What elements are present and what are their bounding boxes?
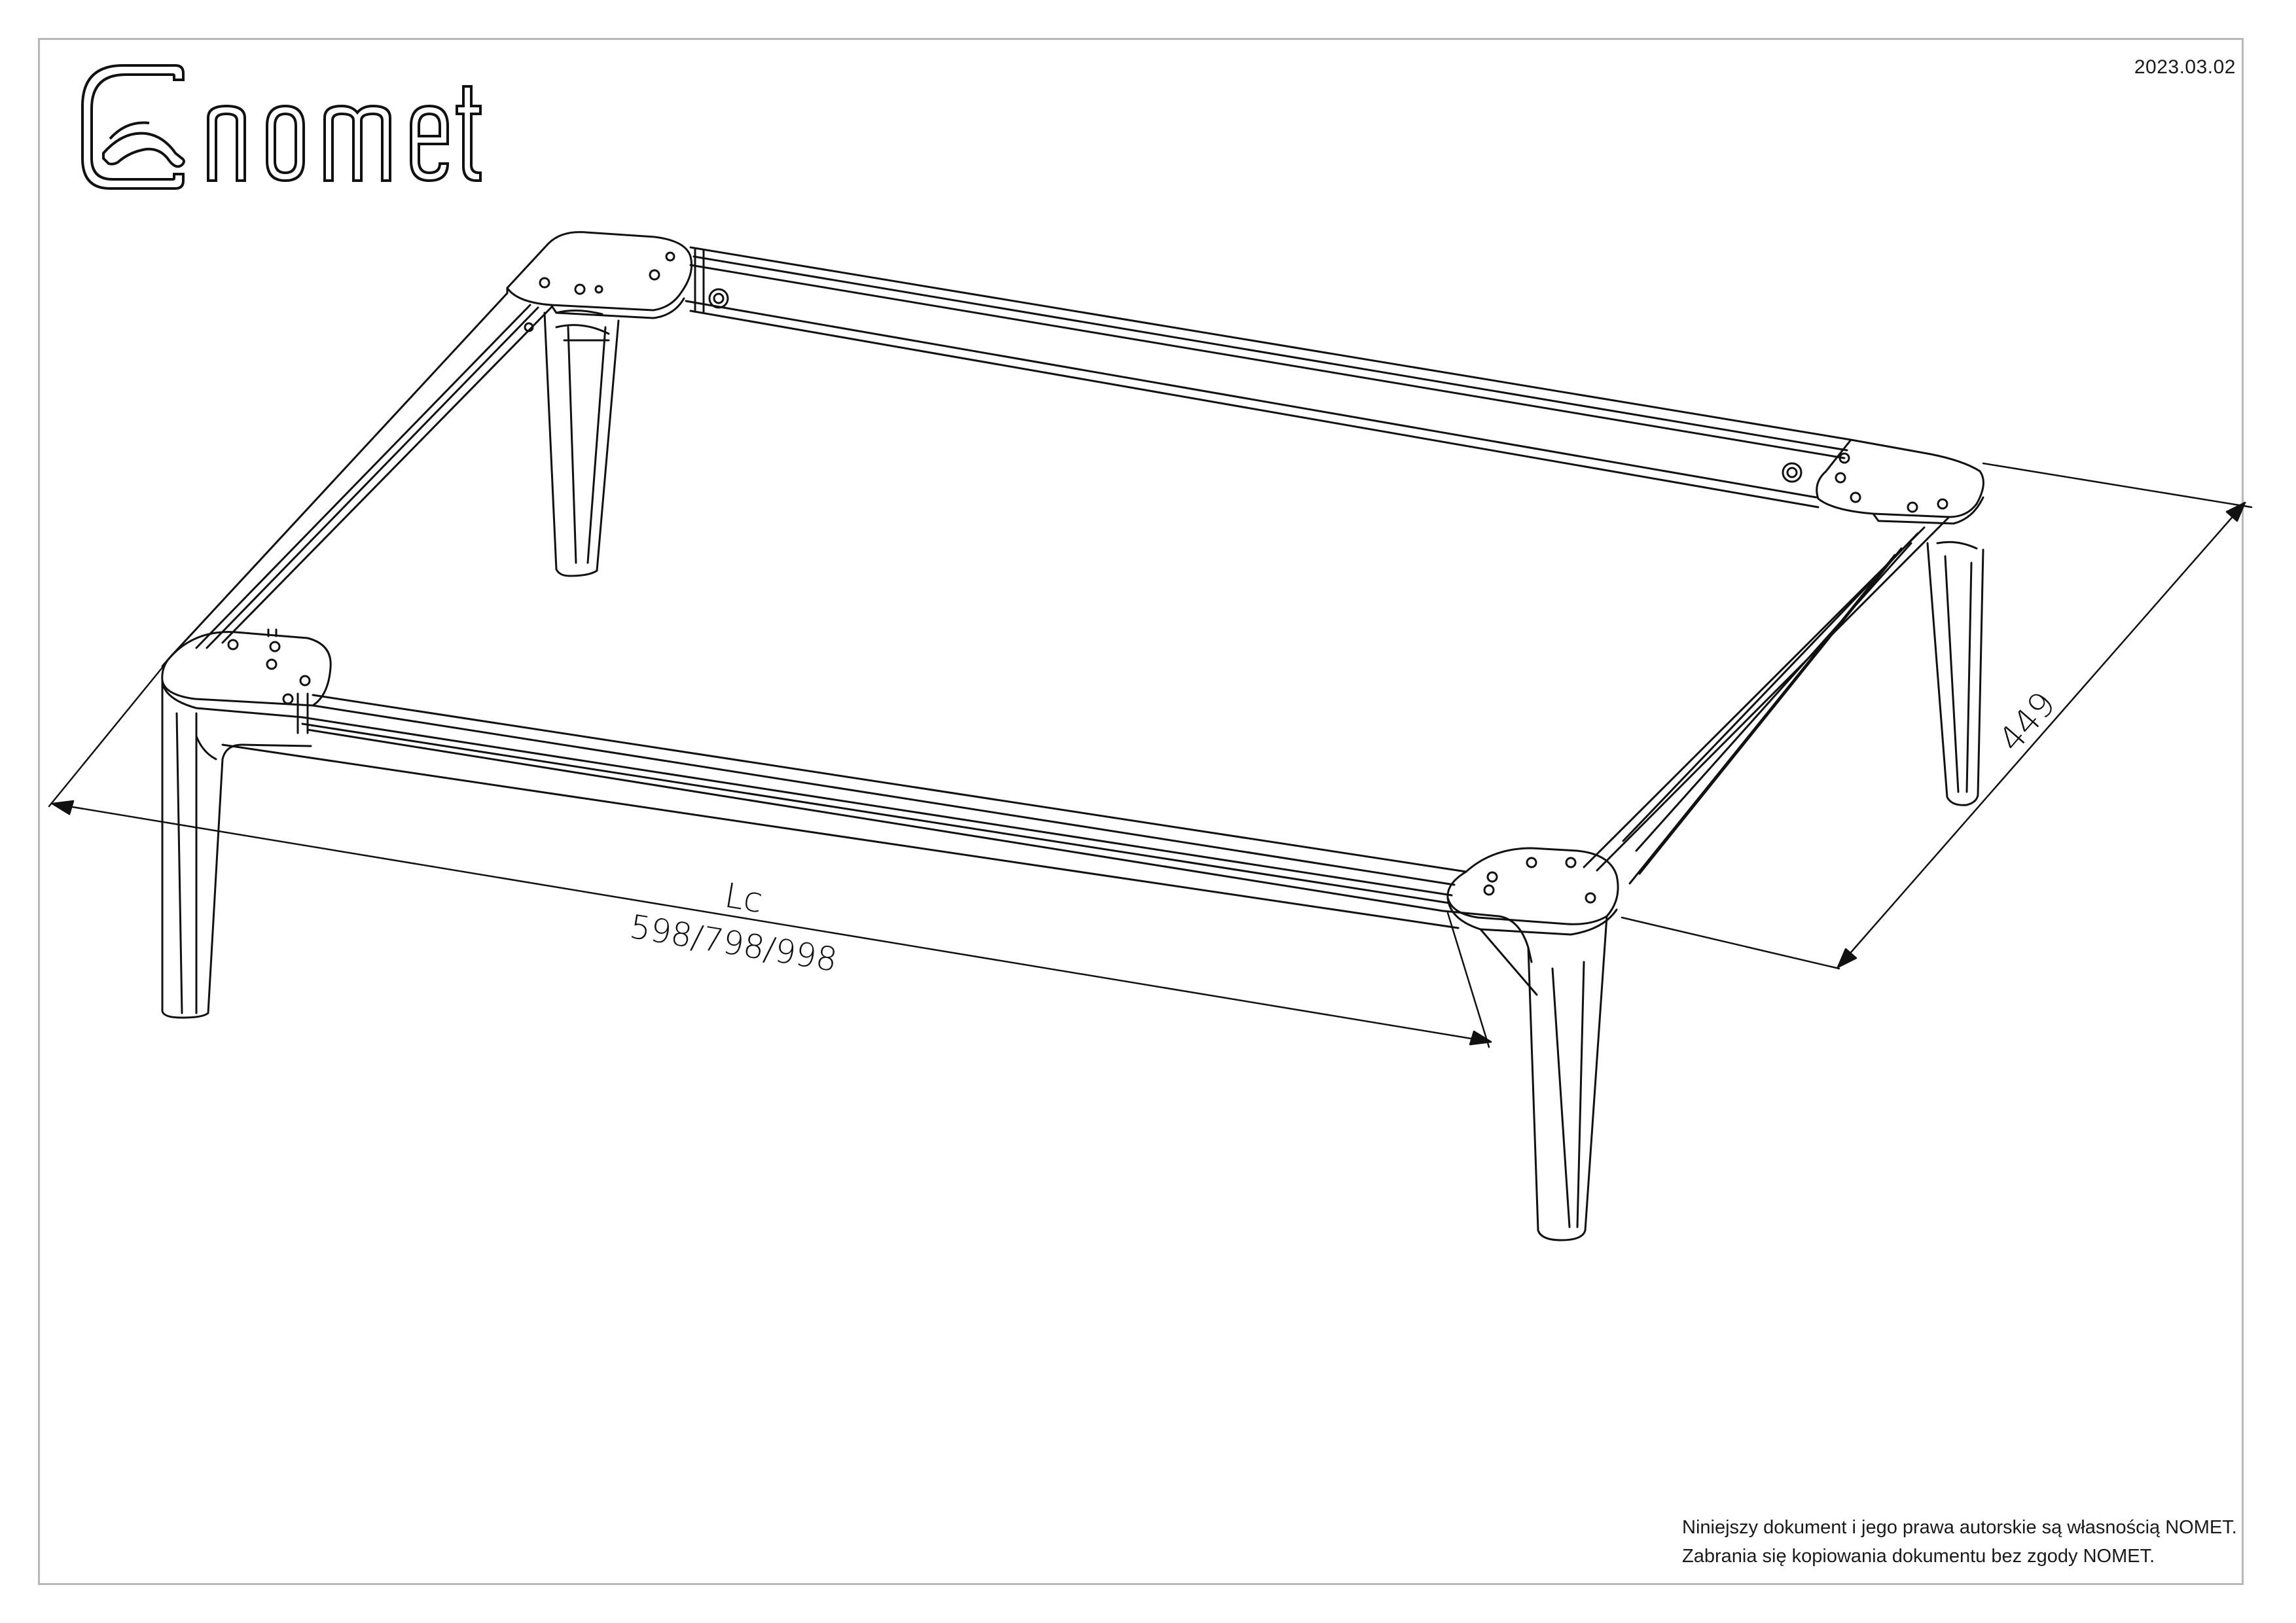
screw-hole xyxy=(1565,857,1577,868)
screw-hole xyxy=(574,283,586,295)
screw-hole xyxy=(1835,472,1846,484)
screw-hole xyxy=(1839,452,1850,464)
bolt-hole xyxy=(1786,467,1798,478)
rail-front xyxy=(221,692,1467,929)
screw-hole xyxy=(649,269,660,281)
screw-hole xyxy=(266,658,278,670)
screw-hole xyxy=(539,277,550,289)
leg-back-right xyxy=(1926,541,1984,806)
rail-back xyxy=(685,246,1852,508)
bolt-hole xyxy=(708,288,729,309)
document-date: 2023.03.02 xyxy=(2134,56,2236,78)
screw-hole xyxy=(282,693,294,705)
rail-left xyxy=(161,287,552,668)
copyright-line-2: Zabrania się kopiowania dokumentu bez zg… xyxy=(1682,1546,2155,1567)
leg-front-left xyxy=(161,679,312,1019)
dimension-length-label: Lc xyxy=(722,876,766,921)
screw-hole xyxy=(1486,871,1498,883)
logo-mark-icon xyxy=(81,64,185,190)
dimension-length-values: 598/798/998 xyxy=(627,908,840,979)
corner-plate-front-left xyxy=(161,628,332,719)
screw-hole xyxy=(227,639,239,651)
screw-hole xyxy=(1907,501,1918,513)
rail-right xyxy=(1583,516,1950,885)
copyright-line-1: Niniejszy dokument i jego prawa autorski… xyxy=(1682,1517,2237,1538)
bolt-hole xyxy=(713,293,725,304)
bolt-hole xyxy=(1782,462,1803,483)
corner-plate-front-right xyxy=(1446,847,1619,936)
screw-hole xyxy=(269,641,281,652)
screw-hole xyxy=(594,285,603,294)
screw-hole xyxy=(524,322,534,332)
leg-front-right xyxy=(1442,910,1608,1241)
screw-hole xyxy=(1850,491,1861,503)
screw-hole xyxy=(1937,498,1948,510)
dimension-length xyxy=(48,666,1492,1048)
screw-hole xyxy=(1526,857,1537,868)
screw-hole xyxy=(1483,884,1495,896)
dimension-depth xyxy=(1621,462,2253,970)
copyright-notice: Niniejszy dokument i jego prawa autorski… xyxy=(1682,1513,2237,1571)
screw-hole xyxy=(299,675,311,687)
screw-hole xyxy=(1585,892,1596,904)
screw-hole xyxy=(665,251,675,262)
leg-back-left xyxy=(543,309,620,577)
dimension-depth-value: 449 xyxy=(1992,685,2064,759)
corner-plate-back-right xyxy=(1816,438,1984,525)
nomet-logo xyxy=(81,64,482,190)
logo-wordmark xyxy=(207,85,482,183)
corner-plate-back-left xyxy=(506,231,693,319)
sheet-frame xyxy=(38,38,2244,1585)
